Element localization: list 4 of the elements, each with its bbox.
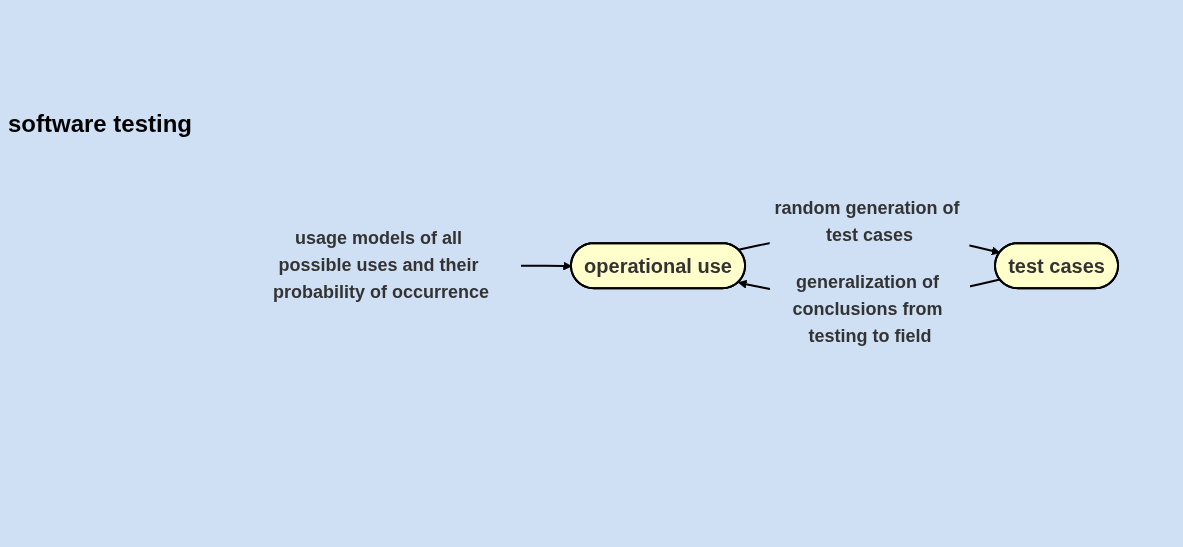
edge-label: random generation of test cases xyxy=(775,198,961,246)
diagram-title: software testing xyxy=(8,110,193,138)
edge-label: generalization of conclusions from testing to field xyxy=(793,271,944,346)
node-text: usage models of all possible uses and their probability of occurrence xyxy=(273,228,490,303)
